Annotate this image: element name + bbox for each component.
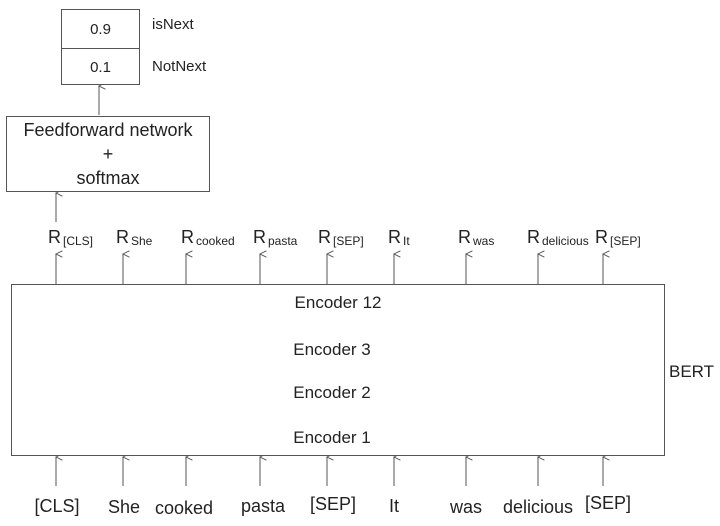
notnext-label: NotNext xyxy=(152,58,207,75)
representation-subscript: [SEP] xyxy=(333,234,364,248)
bert-label: BERT xyxy=(669,362,715,381)
encoder-3: Encoder 3 xyxy=(293,340,371,359)
representation-label: R[SEP] xyxy=(318,227,364,248)
ffn-line-3: softmax xyxy=(76,168,140,188)
isnext-prob-cell: 0.9 xyxy=(62,10,139,49)
input-token: cooked xyxy=(154,498,214,518)
representation-main: R xyxy=(253,227,266,247)
representation-main: R xyxy=(595,227,608,247)
input-token: It xyxy=(388,496,400,516)
encoder-12: Encoder 12 xyxy=(294,293,382,312)
output-box: 0.9 0.1 xyxy=(61,9,140,85)
ffn-line-1: Feedforward network xyxy=(23,120,193,140)
input-token: delicious xyxy=(502,497,574,517)
input-token: [CLS] xyxy=(34,496,80,516)
input-token: pasta xyxy=(240,496,286,516)
representation-label: R[SEP] xyxy=(595,227,641,248)
representation-arrows xyxy=(56,254,603,284)
isnext-label: isNext xyxy=(152,16,194,33)
representation-subscript: delicious xyxy=(542,234,589,248)
representation-main: R xyxy=(48,227,61,247)
representation-main: R xyxy=(458,227,471,247)
ffn-line-2: + xyxy=(102,144,114,164)
representation-main: R xyxy=(116,227,129,247)
representation-main: R xyxy=(181,227,194,247)
token-arrows xyxy=(56,457,603,486)
representation-subscript: [CLS] xyxy=(63,234,94,248)
bert-box xyxy=(11,284,665,456)
representation-main: R xyxy=(527,227,540,247)
representation-subscript: She xyxy=(131,234,153,248)
representation-subscript: [SEP] xyxy=(610,234,641,248)
encoder-2: Encoder 2 xyxy=(293,383,371,402)
representation-subscript: was xyxy=(473,234,495,248)
feedforward-network-box: Feedforward network + softmax xyxy=(6,116,210,192)
encoder-1: Encoder 1 xyxy=(293,428,371,447)
representation-main: R xyxy=(388,227,401,247)
input-token: She xyxy=(107,497,141,517)
representation-main: R xyxy=(318,227,331,247)
representation-subscript: cooked xyxy=(196,234,235,248)
notnext-prob-cell: 0.1 xyxy=(90,59,111,76)
input-token: [SEP] xyxy=(584,493,632,513)
representation-subscript: It xyxy=(403,234,410,248)
input-token: was xyxy=(449,497,483,517)
representation-label: R[CLS] xyxy=(48,227,93,248)
representation-subscript: pasta xyxy=(268,234,298,248)
input-token: [SEP] xyxy=(309,494,357,514)
